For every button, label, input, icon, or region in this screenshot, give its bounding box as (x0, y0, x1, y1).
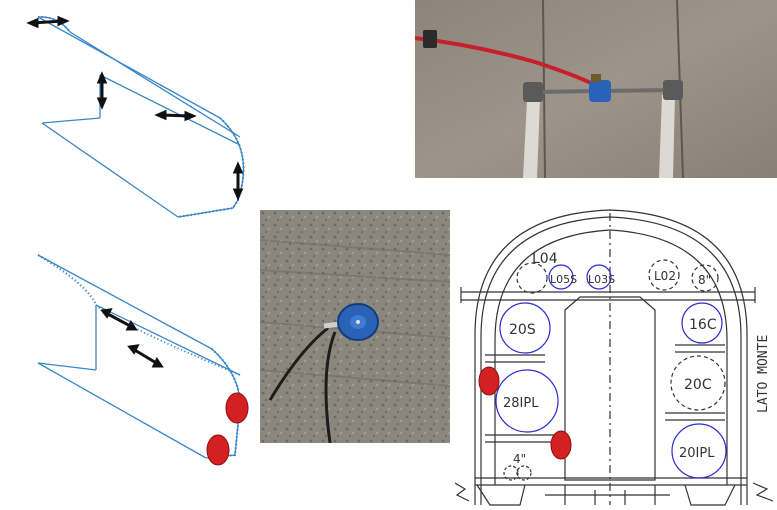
pipe-label-l04: L04 (532, 251, 558, 267)
ground-sensor-photo (260, 210, 450, 443)
cable-clip-icon (423, 30, 437, 48)
pipe-label-20s: 20S (509, 322, 536, 338)
section-outline (455, 209, 774, 506)
wall-sensor-photo (415, 0, 777, 178)
sensor-body-icon (589, 80, 611, 102)
anchor-block-icon (663, 80, 683, 100)
pipe-label-l03s: L03S (588, 273, 615, 286)
pressure-marker-icons (478, 366, 572, 460)
strain-gauge-arrow-icons (100, 308, 164, 368)
pipe-circles (495, 259, 727, 481)
tunnel-outline (37, 254, 242, 460)
pipe-label-l02: L02 (654, 269, 676, 283)
pipe-label-8in: 8" (698, 273, 711, 287)
pipe-labels: L04 L05S L03S L02 8" 20S 16C 28IPL 20C 2… (503, 251, 717, 466)
tunnel-diagram-top (26, 15, 245, 219)
tunnel-diagram-bottom (37, 254, 249, 466)
pipe-label-4in: 4" (513, 452, 526, 466)
pressure-cell-icon (337, 303, 379, 341)
tunnel-outline (37, 15, 245, 219)
tunnel-cross-section: L04 L05S L03S L02 8" 20S 16C 28IPL 20C 2… (455, 209, 774, 506)
pipe-label-20c: 20C (684, 377, 712, 393)
side-label: LATO MONTE (756, 335, 771, 413)
pipe-label-l05s: L05S (550, 273, 577, 286)
pressure-marker-icons (206, 392, 249, 466)
strain-gauge-arrow-icons (26, 15, 244, 201)
pipe-label-28ipl: 28IPL (503, 396, 539, 411)
pipe-label-16c: 16C (689, 317, 717, 333)
pipe-label-20ipl: 20IPL (679, 446, 715, 461)
anchor-block-icon (523, 82, 543, 102)
